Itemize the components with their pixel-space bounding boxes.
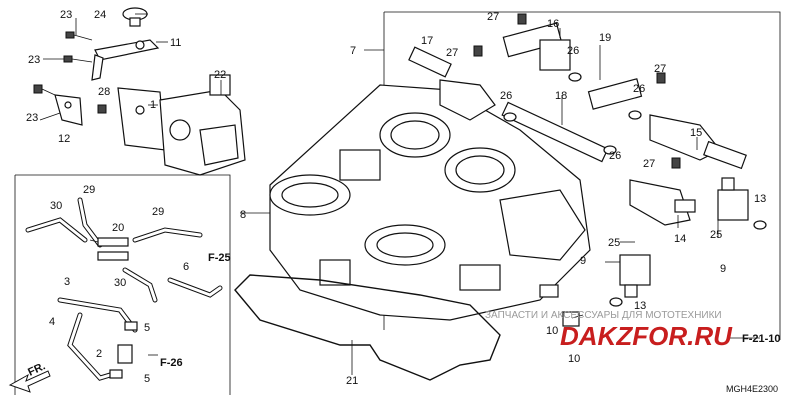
callout-5b: 5 [144, 373, 150, 385]
callout-23a: 23 [60, 9, 72, 21]
bolt-27c [656, 72, 666, 84]
joint-20 [97, 237, 129, 261]
callout-3: 3 [64, 276, 70, 288]
screw-28 [97, 104, 107, 114]
bolt-23b [63, 55, 93, 63]
callout-12: 12 [58, 133, 70, 145]
callout-28: 28 [98, 86, 110, 98]
callout-29a: 29 [83, 184, 95, 196]
callout-26a: 26 [567, 45, 579, 57]
hose-group-frame [15, 174, 231, 395]
ref-f21-10: F-21-10 [742, 333, 781, 345]
callout-10b: 10 [568, 353, 580, 365]
front-arrow-icon [8, 370, 51, 393]
group-frame-right [384, 11, 781, 340]
bolt-23a [65, 31, 93, 41]
tee-2 [117, 344, 133, 364]
callout-24: 24 [94, 9, 106, 21]
callout-10a: 10 [546, 325, 558, 337]
callout-17: 17 [421, 35, 433, 47]
watermark-logo: DAKZFOR.RU [560, 321, 733, 351]
callout-7: 7 [350, 45, 356, 57]
callout-29b: 29 [152, 206, 164, 218]
pipe-6 [167, 277, 223, 298]
callout-8: 8 [240, 209, 246, 221]
callout-16: 16 [547, 18, 559, 30]
ref-f25: F-25 [208, 252, 231, 264]
seal-13 [609, 220, 767, 307]
callout-1: 1 [150, 99, 156, 111]
sensor-22 [159, 74, 246, 176]
oring-26 [503, 72, 642, 155]
callout-27d: 27 [643, 158, 655, 170]
leader-lines [39, 13, 760, 375]
callout-20: 20 [112, 222, 124, 234]
hose-29a [77, 197, 103, 248]
bolt-27d [671, 157, 681, 169]
callout-30a: 30 [50, 200, 62, 212]
callout-9b: 9 [720, 263, 726, 275]
callout-15: 15 [690, 127, 702, 139]
hose-30a [25, 217, 88, 243]
bolt-27b [517, 13, 527, 25]
hose-4 [67, 312, 123, 381]
callout-14: 14 [674, 233, 686, 245]
injector-15 [649, 114, 747, 170]
callout-18: 18 [555, 90, 567, 102]
callout-5a: 5 [144, 322, 150, 334]
callout-27b: 27 [487, 11, 499, 23]
callout-11: 11 [170, 37, 181, 49]
callout-27a: 27 [446, 47, 458, 59]
callout-19: 19 [599, 32, 611, 44]
callout-4: 4 [49, 316, 55, 328]
callout-13a: 13 [754, 193, 766, 205]
injector-9a [619, 254, 651, 298]
bracket-11 [91, 39, 160, 81]
throttle-body-assembly [269, 84, 591, 321]
callout-27c: 27 [654, 63, 666, 75]
callout-9a: 9 [580, 255, 586, 267]
callout-25a: 25 [608, 237, 620, 249]
bracket-12 [54, 94, 83, 126]
gasket-21 [234, 274, 501, 381]
callout-26c: 26 [500, 90, 512, 102]
ref-f26: F-26 [160, 357, 183, 369]
plate-1 [117, 87, 166, 151]
injector-14 [629, 179, 696, 226]
clip-5 [109, 321, 138, 379]
callout-25b: 25 [710, 229, 722, 241]
bolt-23c [33, 84, 56, 96]
callout-13b: 13 [634, 300, 646, 312]
sensor-10 [539, 284, 580, 327]
watermark-text: ЗАПЧАСТИ И АКСЕССУАРЫ ДЛЯ МОТОТЕХНИКИ [485, 310, 722, 321]
callout-23c: 23 [26, 112, 38, 124]
callout-26d: 26 [609, 150, 621, 162]
injector-9b [717, 177, 749, 221]
callout-23b: 23 [28, 54, 40, 66]
fuel-rail-upper [501, 22, 643, 163]
callout-22: 22 [214, 69, 226, 81]
bolt-27a [473, 45, 483, 57]
hose-3 [57, 297, 138, 333]
hose-30b [122, 267, 158, 303]
callout-21: 21 [346, 375, 358, 387]
callout-6: 6 [183, 261, 189, 273]
callout-30b: 30 [114, 277, 126, 289]
hose-29b [132, 227, 203, 243]
injector-17 [408, 46, 496, 121]
callout-26b: 26 [633, 83, 645, 95]
clamp-24 [122, 7, 148, 27]
diagram-code: MGH4E2300 [726, 384, 778, 394]
callout-2: 2 [96, 348, 102, 360]
